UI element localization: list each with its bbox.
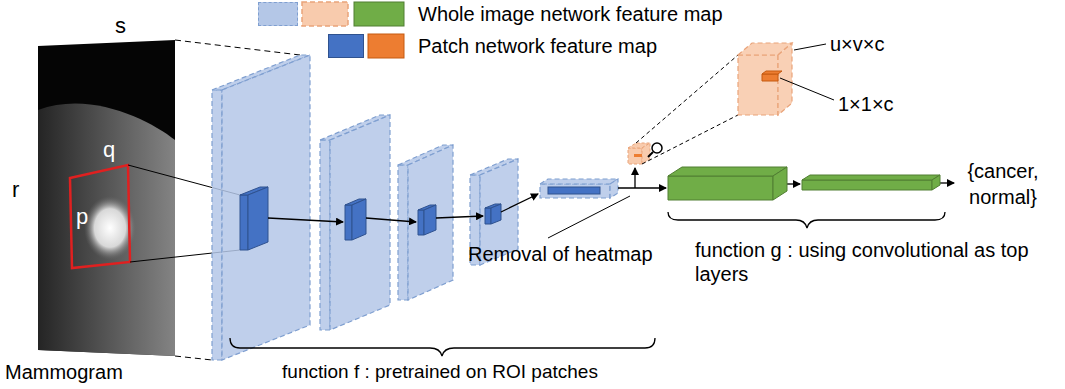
flow-arrow xyxy=(268,168,954,222)
feature-map xyxy=(330,115,390,330)
label-text: function g : using convolutional as top … xyxy=(695,238,1035,286)
flow-arrow xyxy=(501,194,538,212)
feature-map xyxy=(398,165,408,300)
label-text: Removal of heatmap xyxy=(468,242,653,266)
zoomed-heatmap xyxy=(794,44,826,50)
zoomed-heatmap xyxy=(738,43,792,115)
patch-map xyxy=(248,187,268,250)
label-text: q xyxy=(103,138,115,162)
top-layer-map xyxy=(773,167,787,200)
flow-arrow xyxy=(940,182,954,183)
feature-map xyxy=(540,179,618,184)
patch-map xyxy=(352,199,366,240)
flow-arrow xyxy=(366,218,416,222)
label-text: {cancer, normal} xyxy=(957,158,1049,210)
flow-arrow xyxy=(634,168,635,188)
zoomed-heatmap xyxy=(762,71,782,74)
patch-map xyxy=(240,187,600,250)
flow-arrow xyxy=(618,187,666,188)
label-text: u×v×c xyxy=(830,32,884,56)
patch-map xyxy=(548,187,600,194)
heatmap xyxy=(652,143,662,153)
top-layer-map xyxy=(932,175,940,190)
heatmap xyxy=(642,115,738,164)
projection-line xyxy=(175,356,212,360)
legend-swatch xyxy=(302,2,404,58)
legend-swatch xyxy=(328,34,364,58)
bracket xyxy=(230,212,945,356)
bracket xyxy=(230,338,655,356)
label-text: s xyxy=(115,14,126,38)
feature-map xyxy=(610,179,618,198)
zoomed-heatmap xyxy=(762,74,778,81)
legend-text: Patch network feature map xyxy=(418,34,657,58)
feature-map xyxy=(222,55,310,360)
legend-swatch xyxy=(302,2,348,26)
feature-map xyxy=(212,90,222,360)
mammogram-image xyxy=(38,103,175,356)
heatmap xyxy=(628,148,642,164)
top-layer-map xyxy=(802,175,940,180)
feature-map xyxy=(320,140,330,330)
heatmap xyxy=(628,55,738,164)
heatmap xyxy=(648,152,653,157)
patch-map xyxy=(240,195,248,250)
zoomed-heatmap xyxy=(780,78,834,100)
patch-map xyxy=(345,205,352,240)
zoomed-heatmap xyxy=(738,55,778,115)
legend-swatch xyxy=(354,2,404,26)
top-layer-map xyxy=(668,167,940,200)
patch-map xyxy=(485,208,491,224)
top-layer-map xyxy=(802,180,932,190)
mammogram-image xyxy=(38,40,175,356)
flow-arrow xyxy=(268,218,343,222)
top-layer-map xyxy=(668,176,773,200)
legend-text: Whole image network feature map xyxy=(418,2,723,26)
heatmap xyxy=(634,154,642,157)
flow-arrow xyxy=(787,183,800,184)
label-text: 1×1×c xyxy=(838,92,894,116)
bracket xyxy=(668,212,945,228)
label-text: p xyxy=(76,205,88,229)
label-text: function f : pretrained on ROI patches xyxy=(282,360,598,384)
mammogram-image xyxy=(70,165,130,268)
heatmap xyxy=(636,55,738,143)
mammogram-image xyxy=(38,40,175,356)
leader-line xyxy=(548,196,630,238)
patch-map xyxy=(424,205,436,235)
feature-map xyxy=(212,55,618,360)
label-text: r xyxy=(12,178,19,202)
top-layer-map xyxy=(668,167,787,176)
flow-arrow xyxy=(436,216,483,218)
legend-swatch xyxy=(258,2,298,26)
legend-swatch xyxy=(368,34,404,58)
feature-map xyxy=(540,184,610,198)
patch-map xyxy=(418,210,424,235)
patch-map xyxy=(491,204,501,224)
label-text: Mammogram xyxy=(5,360,123,384)
zoomed-heatmap xyxy=(778,43,792,115)
zoomed-heatmap xyxy=(738,43,834,115)
projection-line xyxy=(175,40,300,55)
